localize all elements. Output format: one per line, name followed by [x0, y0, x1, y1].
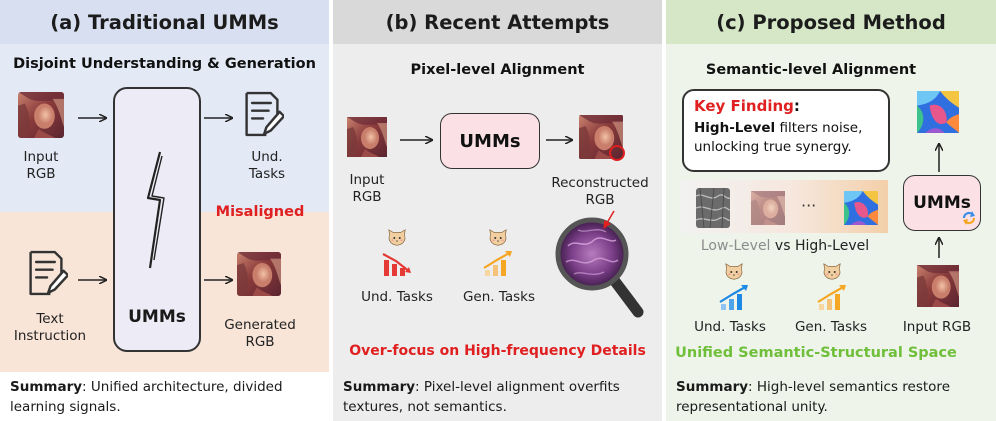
und-tasks-label-c: Und. Tasks	[694, 319, 766, 335]
gen-tasks-icon-c	[817, 263, 846, 310]
und-tasks-icon-c	[719, 263, 748, 310]
panel-b-subtitle: Pixel-level Alignment	[410, 62, 585, 78]
text-instruction-label-line1: Text	[36, 311, 64, 327]
refresh-icon	[962, 211, 976, 225]
umms-model-box-c: UMMs	[903, 175, 981, 231]
key-finding-rest-2: unlocking true synergy.	[694, 139, 852, 155]
unified-space-label: Unified Semantic-Structural Space	[675, 345, 957, 361]
summary-key-b: Summary	[343, 379, 416, 395]
umms-label-a: UMMs	[128, 307, 186, 327]
panel-c-subtitle: Semantic-level Alignment	[705, 62, 917, 78]
und-tasks-label-b: Und. Tasks	[361, 289, 433, 305]
key-finding-body: High-Level filters noise, unlocking true…	[694, 119, 878, 157]
input-rgb-label-c: Input RGB	[902, 319, 972, 335]
und-tasks-label-line1-a: Und.	[251, 149, 283, 165]
gen-tasks-icon-b	[483, 229, 512, 276]
umms-model-box-b: UMMs	[440, 113, 540, 169]
panel-c-title: (c) Proposed Method	[666, 0, 996, 44]
und-tasks-label-line2-a: Tasks	[248, 166, 286, 182]
key-finding-bold: High-Level	[694, 120, 776, 136]
summary-key-c: Summary	[676, 379, 749, 395]
input-label-line1-a: Input	[23, 149, 59, 165]
summary-key-a: Summary	[10, 379, 83, 395]
panel-a-subtitle: Disjoint Understanding & Generation	[13, 56, 316, 72]
gen-tasks-label-b: Gen. Tasks	[462, 289, 536, 305]
panel-recent-attempts: (b) Recent Attempts Pixel-level Alignmen…	[333, 0, 662, 421]
input-label-line2-b: RGB	[352, 189, 382, 205]
levels-comparison-label: Low-Level vs High-Level	[680, 238, 890, 255]
reconstructed-label-line1: Reconstructed	[551, 175, 649, 191]
summary-text-b: : Pixel-level alignment overfits texture…	[343, 379, 620, 415]
key-finding-colon: :	[793, 97, 800, 115]
key-finding-title-text: Key Finding	[694, 97, 794, 115]
input-label-line2-a: RGB	[26, 166, 56, 182]
summary-text-c: : High-level semantics restore represent…	[676, 379, 950, 415]
key-finding-title: Key Finding:	[694, 97, 878, 115]
misaligned-label: Misaligned	[215, 204, 305, 220]
panel-c-summary: Summary: High-level semantics restore re…	[666, 372, 996, 421]
magnifier-texture-icon	[555, 217, 644, 318]
high-level-label: High-Level	[794, 238, 870, 254]
low-level-feature-map	[696, 188, 730, 228]
low-level-label: Low-Level	[700, 238, 771, 254]
panel-a-title: (a) Traditional UMMs	[0, 0, 329, 44]
zoom-region-circle	[609, 145, 625, 161]
gen-tasks-label-c: Gen. Tasks	[794, 319, 868, 335]
reconstructed-label-line2: RGB	[585, 192, 615, 208]
und-tasks-icon-b	[382, 229, 411, 276]
key-finding-rest-1: filters noise,	[775, 120, 863, 136]
over-focus-warning: Over-focus on High-frequency Details	[349, 343, 646, 359]
key-finding-box: Key Finding: High-Level filters noise, u…	[682, 89, 890, 172]
panel-b-summary: Summary: Pixel-level alignment overfits …	[333, 372, 662, 421]
panel-b-title: (b) Recent Attempts	[333, 0, 662, 44]
ellipsis-levels: ···	[801, 196, 817, 215]
panel-a-summary: Summary: Unified architecture, divided l…	[0, 372, 329, 421]
lightning-crack-icon	[146, 151, 165, 269]
vs-label: vs	[770, 238, 795, 254]
generated-rgb-label-line1: Generated	[224, 317, 296, 333]
text-instruction-label-line2: Instruction	[13, 328, 87, 344]
input-label-line1-b: Input	[349, 172, 385, 188]
summary-text-a: : Unified architecture, divided learning…	[10, 379, 283, 415]
generated-rgb-label-line2: RGB	[245, 334, 275, 350]
arrow-recon-to-magnifier	[603, 210, 615, 229]
